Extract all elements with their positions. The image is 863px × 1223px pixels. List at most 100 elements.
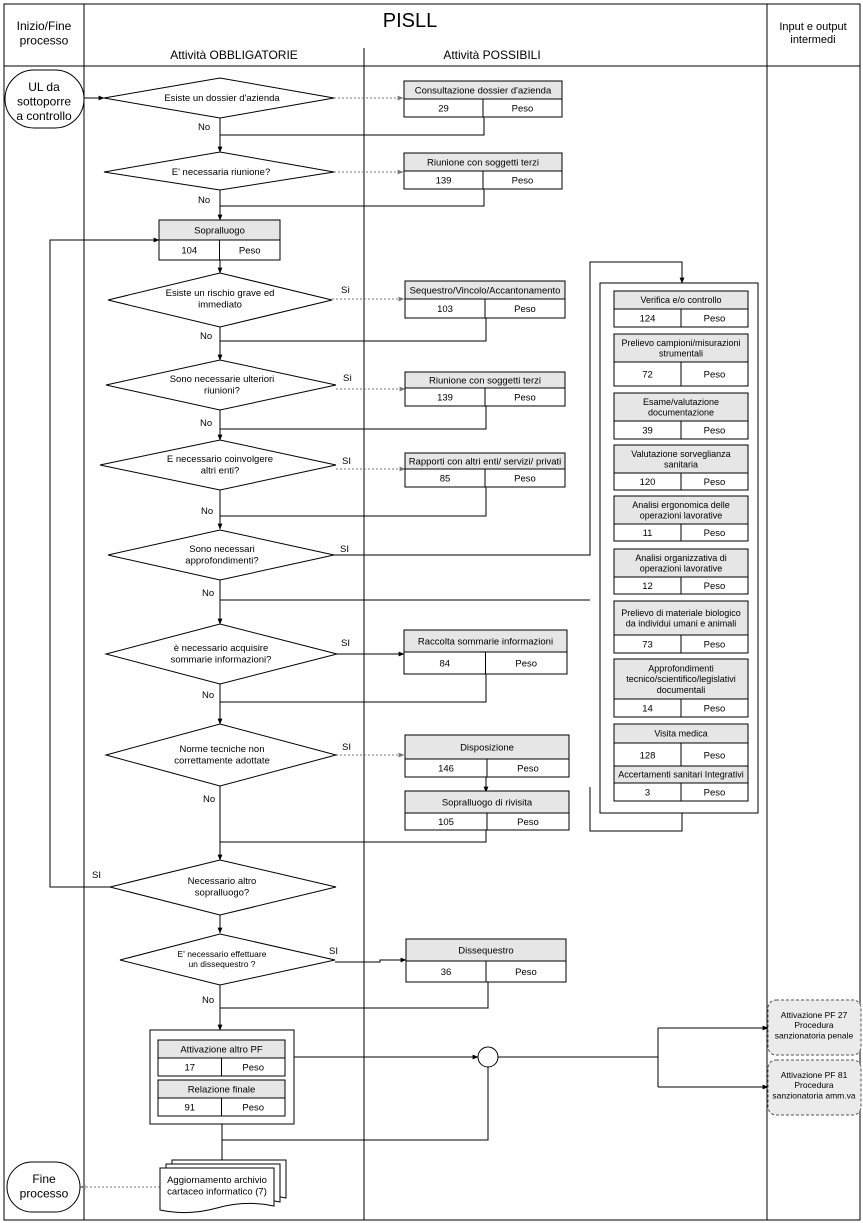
activity-weight-value: 17: [184, 1063, 195, 1074]
label-no-5: No: [201, 506, 213, 517]
activity-weight-label: Peso: [704, 640, 726, 651]
activity-weight-label: Peso: [514, 304, 536, 315]
activity-weight-label: Peso: [514, 393, 536, 404]
activity-weight-value: 124: [640, 314, 656, 325]
activity-title: Sequestro/Vincolo/Accantonamento: [410, 285, 561, 296]
activity-weight-value: 103: [437, 304, 453, 315]
activity-title: Raccolta sommarie informazioni: [418, 636, 553, 647]
label-no-6: No: [202, 588, 214, 599]
activity-weight-value: 29: [438, 104, 449, 115]
label-si-riunioni: Sì: [343, 373, 352, 384]
activity-weight-value: 139: [436, 176, 452, 187]
dashed-connectors: [79, 95, 406, 1190]
activity-box-b4: Sequestro/Vincolo/Accantonamento 103 Peso: [404, 280, 566, 319]
activity-weight-value: 14: [642, 704, 653, 715]
activity-title: Disposizione: [460, 742, 514, 753]
activity-weight-label: Peso: [704, 528, 726, 539]
activity-weight-value: 12: [642, 581, 653, 592]
label-no-7: No: [202, 690, 214, 701]
activity-title: Sopralluogo: [194, 225, 245, 236]
activity-weight-label: Peso: [514, 474, 536, 485]
connectors: [49, 95, 769, 1167]
label-no-9: No: [202, 995, 214, 1006]
junction-circle: [477, 1046, 499, 1068]
activity-weight-value: 139: [437, 393, 453, 404]
activity-title: Attivazione altro PF: [180, 1044, 263, 1055]
activity-weight-label: Peso: [517, 764, 539, 775]
activity-title: Verifica e/o controllo: [640, 295, 721, 305]
label-no-2: No: [198, 195, 210, 206]
svg-text:Esiste un dossier d'azienda: Esiste un dossier d'azienda: [164, 93, 280, 104]
label-si-sommarie: SI: [341, 638, 350, 649]
activity-weight-label: Peso: [239, 246, 261, 257]
activity-weight-value: 72: [642, 370, 653, 381]
svg-text:E' necessaria riunione?: E' necessaria riunione?: [172, 167, 270, 178]
activity-weight-value: 128: [640, 751, 656, 762]
activity-weight-label: Peso: [704, 477, 726, 488]
activity-title: Riunione con soggetti terzi: [429, 375, 541, 386]
activity-weight-value: 85: [440, 474, 451, 485]
label-no-4: No: [200, 418, 212, 429]
header-possible-col: Attività POSSIBILI: [443, 48, 540, 62]
activity-weight-label: Peso: [704, 370, 726, 381]
label-no-3: No: [200, 331, 212, 342]
activity-weight-label: Peso: [704, 314, 726, 325]
activity-box-b6: Rapporti con altri enti/ servizi/ privat…: [404, 452, 566, 488]
label-si-norme: SI: [342, 742, 351, 753]
activity-weight-value: 39: [642, 426, 653, 437]
activity-weight-value: 36: [441, 967, 452, 978]
activity-weight-label: Peso: [512, 104, 534, 115]
page-title: PISLL: [383, 10, 437, 32]
activity-weight-label: Peso: [704, 751, 726, 762]
label-si-enti: SI: [342, 456, 351, 467]
activity-weight-value: 105: [438, 817, 454, 828]
label-si-sopralluogo: SI: [92, 870, 101, 881]
activity-title: Sopralluogo di rivisita: [442, 797, 533, 808]
decision-dossier: Esiste un dossier d'azienda: [103, 77, 335, 119]
activity-title: Accertamenti sanitari Integrativi: [618, 770, 744, 780]
activity-box-g1: Verifica e/o controllo 124 Peso: [613, 290, 749, 328]
activity-title: Visita medica: [654, 729, 707, 739]
activity-weight-label: Peso: [704, 426, 726, 437]
